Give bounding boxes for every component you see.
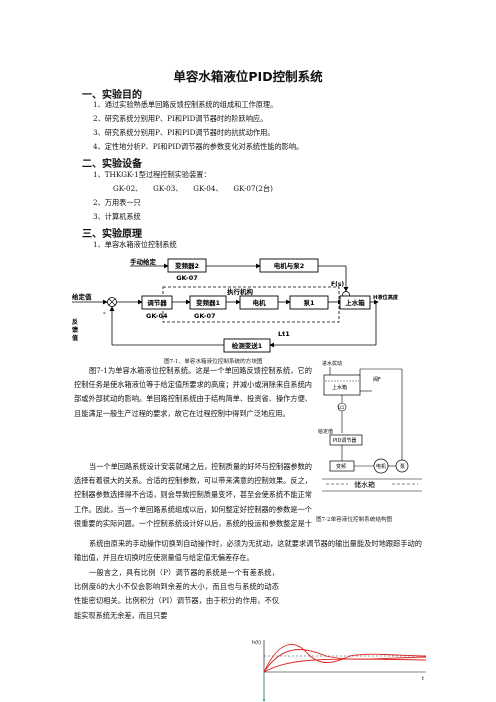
- page-title: 单容水箱液位PID控制系统: [173, 69, 323, 84]
- controller-block: [141, 295, 173, 310]
- reservoir-label: 储水箱: [354, 480, 375, 489]
- paragraph-3: 系统由原来的手动操作切换到自动操作时，必须为无扰动，这就要求调节器的输出量能及时…: [74, 539, 422, 563]
- step-response-figure: h(t) t: [252, 640, 427, 702]
- objective-item: 3、研究系统分别用P、PI和PID调节器时的抗扰动作用。: [93, 128, 275, 137]
- disturbance-label: F(s): [331, 281, 344, 288]
- figure-7-1-caption: 图7-1、单容水箱液位控制系统的方块图: [164, 359, 263, 365]
- lt1-label: Lt1: [338, 405, 345, 410]
- feedback-label-char-1: 反: [72, 318, 78, 326]
- inverter2-block: [167, 258, 207, 273]
- actuator-boundary: [162, 286, 340, 323]
- objective-item: 4、定性地分析P、PI和PID调节器的参数变化对系统性能的影响。: [93, 142, 304, 151]
- controller-label: 调节器: [147, 298, 167, 307]
- setpoint-label: 给定值: [72, 292, 92, 301]
- feedback-minus: -: [103, 309, 106, 317]
- response-curve-moderate: [263, 649, 427, 673]
- principle-item: 1、单容水箱液位控制系统: [93, 240, 177, 249]
- inverter1-label: 变频器1: [196, 298, 221, 307]
- objective-item: 1、通过实验熟悉单回路反馈控制系统的组成和工作原理。: [93, 100, 278, 109]
- figure-7-2-caption: 图7-2单容液位控制系统结构图: [316, 517, 393, 523]
- block-diagram-figure: 手动给定 变频器2 GK-07 电机与泵2 F(s) 执行机构 给定值 调节器 …: [72, 257, 399, 353]
- motor-label: 电机: [253, 298, 267, 307]
- objective-item: 2、研究系统分别用P、PI和PID调节器时的阶跃响应。: [93, 114, 268, 123]
- pid-controller-label: PID调节器: [333, 437, 356, 444]
- paragraph-2: 当一个单回路系统设计安装就绪之后，控制质量的好坏与控制器参数的选择有着很大的关系…: [74, 462, 312, 528]
- feedback-label-char-3: 值: [72, 334, 78, 342]
- motor-pump2-label: 电机与泵2: [274, 261, 305, 270]
- pump-label: 泵: [400, 464, 405, 470]
- lt1-label: Lt1: [278, 330, 290, 338]
- output-label: H液位高度: [373, 293, 399, 301]
- manual-setpoint-label: 手动给定: [130, 257, 157, 266]
- inverter1-code: GK-07: [194, 312, 216, 320]
- transmitter-block: [223, 338, 271, 353]
- feedback-label-char-2: 馈: [72, 326, 78, 334]
- inlet-disturbance-label: 进水扰动: [322, 360, 342, 367]
- motor-block: [239, 295, 279, 310]
- equipment-item: 3、计算机系统: [93, 212, 141, 221]
- upper-tank-label: 上水箱: [345, 298, 365, 307]
- controller-code: GK-04: [146, 312, 168, 320]
- paragraph-1: 图7-1为单容水箱液位控制系统。这是一个单回路反馈控制系统，它的控制任务是使水箱…: [74, 366, 312, 418]
- equipment-item: GK-02、 GK-03、 GK-04、 GK-07(2台): [113, 184, 273, 193]
- section-heading-objectives: 一、实验目的: [82, 90, 142, 101]
- response-curve-underdamped: [263, 644, 427, 673]
- motor-label: 电机: [376, 463, 386, 470]
- pump1-label: 泵1: [302, 298, 315, 307]
- inverter1-block: [189, 295, 227, 310]
- paragraph-4: 一般言之，具有比例（P）调节器的系统是一个有差系统，比例度δ的大小不仅会影响到余…: [74, 568, 279, 620]
- inverter-label: 变频: [336, 463, 346, 470]
- inverter2-code: GK-07: [176, 274, 198, 282]
- structure-figure: 进水扰动 上水箱 阀F Lt1 给定值 PID调节器 变频 电机 泵 储水箱: [318, 360, 422, 492]
- valve-label: 阀F: [373, 376, 381, 383]
- section-heading-equipment: 二、实验设备: [82, 159, 142, 170]
- pid-controller: [329, 434, 363, 446]
- equipment-item: 1、THKGK-1型过程控制实验装置：: [93, 170, 211, 179]
- upper-tank-block: [339, 295, 371, 310]
- setpoint-label: 给定值: [318, 428, 333, 435]
- response-curve-overdamped: [263, 658, 427, 673]
- upper-tank-label: 上水箱: [332, 384, 347, 391]
- equipment-item: 2、万用表一只: [93, 198, 141, 207]
- inverter2-label: 变频器2: [175, 261, 199, 270]
- actuator-label: 执行机构: [227, 287, 254, 296]
- pump1-block: [289, 295, 329, 310]
- y-axis-label: h(t): [252, 640, 261, 646]
- motor-pump2-block: [259, 258, 319, 273]
- t-axis-label: t: [422, 676, 424, 682]
- section-heading-principle: 三、实验原理: [82, 229, 142, 240]
- transmitter-label: 检测变送1: [232, 341, 263, 350]
